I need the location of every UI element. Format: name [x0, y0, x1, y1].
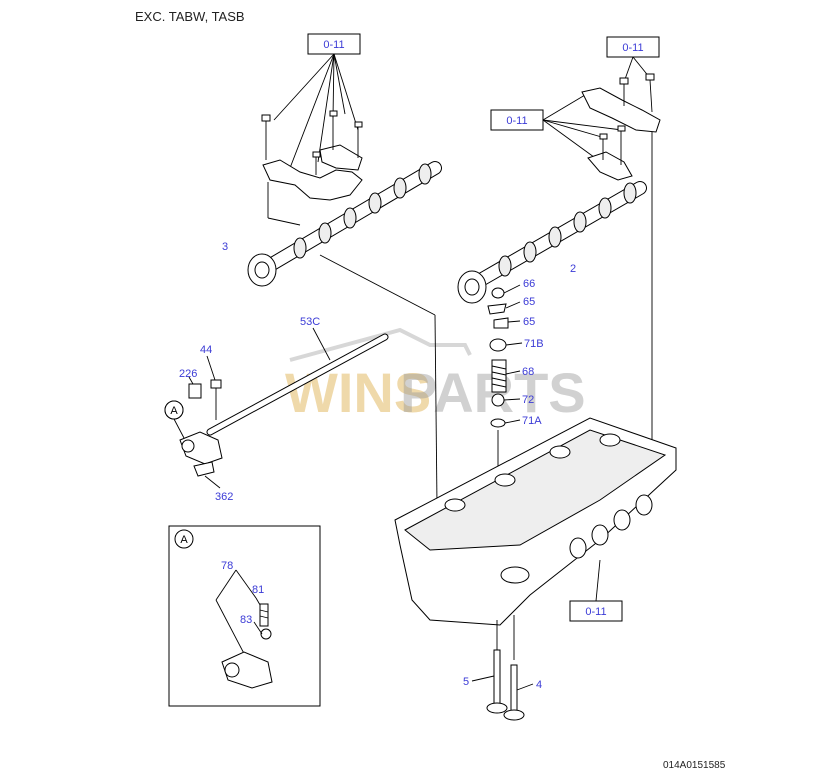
callout-362[interactable]: 362 [215, 491, 233, 503]
callout-71a[interactable]: 71A [522, 415, 542, 427]
cylinder-head [394, 417, 677, 660]
camshaft-2 [457, 181, 647, 304]
ref-box-label[interactable]: 0-11 [323, 39, 344, 51]
valves [471, 649, 534, 721]
ref-box-top-right[interactable]: 0-11 [606, 36, 660, 58]
callout-3[interactable]: 3 [222, 241, 228, 253]
ref-box-label[interactable]: 0-11 [506, 115, 527, 127]
ref-box-label[interactable]: 0-11 [585, 606, 606, 618]
callout-68[interactable]: 68 [522, 366, 534, 378]
diagram-title: EXC. TABW, TASB [135, 9, 245, 24]
callout-53c[interactable]: 53C [300, 316, 320, 328]
callout-72[interactable]: 72 [522, 394, 534, 406]
callout-44[interactable]: 44 [200, 344, 212, 356]
callout-78[interactable]: 78 [221, 560, 233, 572]
callout-226[interactable]: 226 [179, 368, 197, 380]
ref-box-mid-right[interactable]: 0-11 [490, 109, 544, 131]
callout-65-a[interactable]: 65 [523, 296, 535, 308]
camshaft-bracket-right [581, 73, 661, 470]
ref-box-label[interactable]: 0-11 [622, 42, 643, 54]
callout-71b[interactable]: 71B [524, 338, 544, 350]
detail-box-a: A [168, 525, 321, 707]
ref-box-head[interactable]: 0-11 [569, 600, 623, 622]
callout-81[interactable]: 81 [252, 584, 264, 596]
detail-marker-main: A [170, 405, 178, 417]
leader-lines-top-left [273, 53, 359, 169]
detail-marker: A [180, 534, 188, 546]
camshaft-3 [247, 161, 442, 506]
callout-2[interactable]: 2 [570, 263, 576, 275]
ref-box-top-left[interactable]: 0-11 [307, 33, 361, 55]
drawing-code: 014A0151585 [663, 760, 726, 771]
watermark-part1: WINS [285, 361, 431, 424]
callout-65-b[interactable]: 65 [523, 316, 535, 328]
callout-4[interactable]: 4 [536, 679, 542, 691]
valve-train-stack [487, 284, 523, 495]
camshaft-bracket-left [261, 110, 363, 226]
callout-5[interactable]: 5 [463, 676, 469, 688]
watermark: WINS PARTS [285, 327, 586, 424]
callout-83[interactable]: 83 [240, 614, 252, 626]
callout-66[interactable]: 66 [523, 278, 535, 290]
